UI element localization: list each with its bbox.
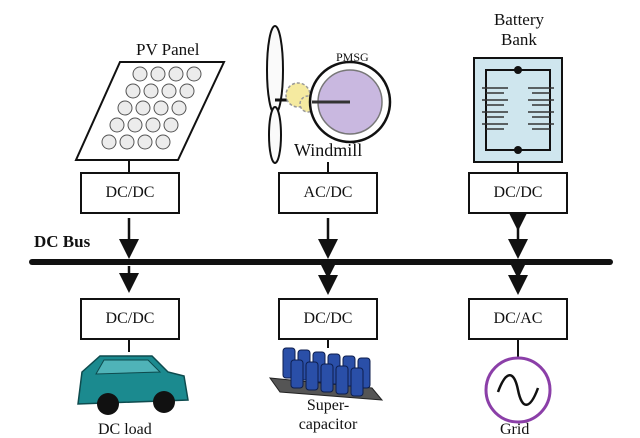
dc-bus-label: DC Bus [34, 232, 91, 251]
grid-icon [484, 356, 552, 424]
converter-bottom-left: DC/DC [80, 298, 180, 340]
converter-bottom-left-label: DC/DC [105, 310, 155, 327]
supercapacitor-icon [268, 347, 384, 401]
converter-bottom-right-label: DC/AC [493, 310, 543, 327]
battery-label-line1: Battery [493, 10, 545, 29]
grid-label: Grid [500, 421, 530, 438]
battery-bank-icon [473, 57, 563, 163]
pv-panel-label: PV Panel [136, 40, 200, 59]
converter-bottom-middle-label: DC/DC [303, 310, 353, 327]
supercap-label-line2: capacitor [298, 416, 358, 433]
pmsg-icon [308, 60, 392, 144]
converter-top-right: DC/DC [468, 172, 568, 214]
battery-label: Battery Bank [484, 10, 554, 50]
converter-top-middle: AC/DC [278, 172, 378, 214]
converter-top-left: DC/DC [80, 172, 180, 214]
pv-panel-icon [74, 61, 226, 161]
converter-top-left-label: DC/DC [105, 184, 155, 201]
pmsg-label: PMSG [336, 50, 369, 64]
converter-bottom-middle: DC/DC [278, 298, 378, 340]
supercap-label-line1: Super- [306, 397, 350, 414]
supercapacitor-label: Super- capacitor [278, 396, 378, 434]
windmill-label: Windmill [294, 140, 363, 160]
converter-top-right-label: DC/DC [493, 184, 543, 201]
converter-bottom-right: DC/AC [468, 298, 568, 340]
dc-load-label: DC load [98, 421, 152, 438]
battery-label-line2: Bank [501, 30, 537, 49]
converter-top-middle-label: AC/DC [303, 184, 353, 201]
dc-load-car-icon [77, 355, 189, 415]
